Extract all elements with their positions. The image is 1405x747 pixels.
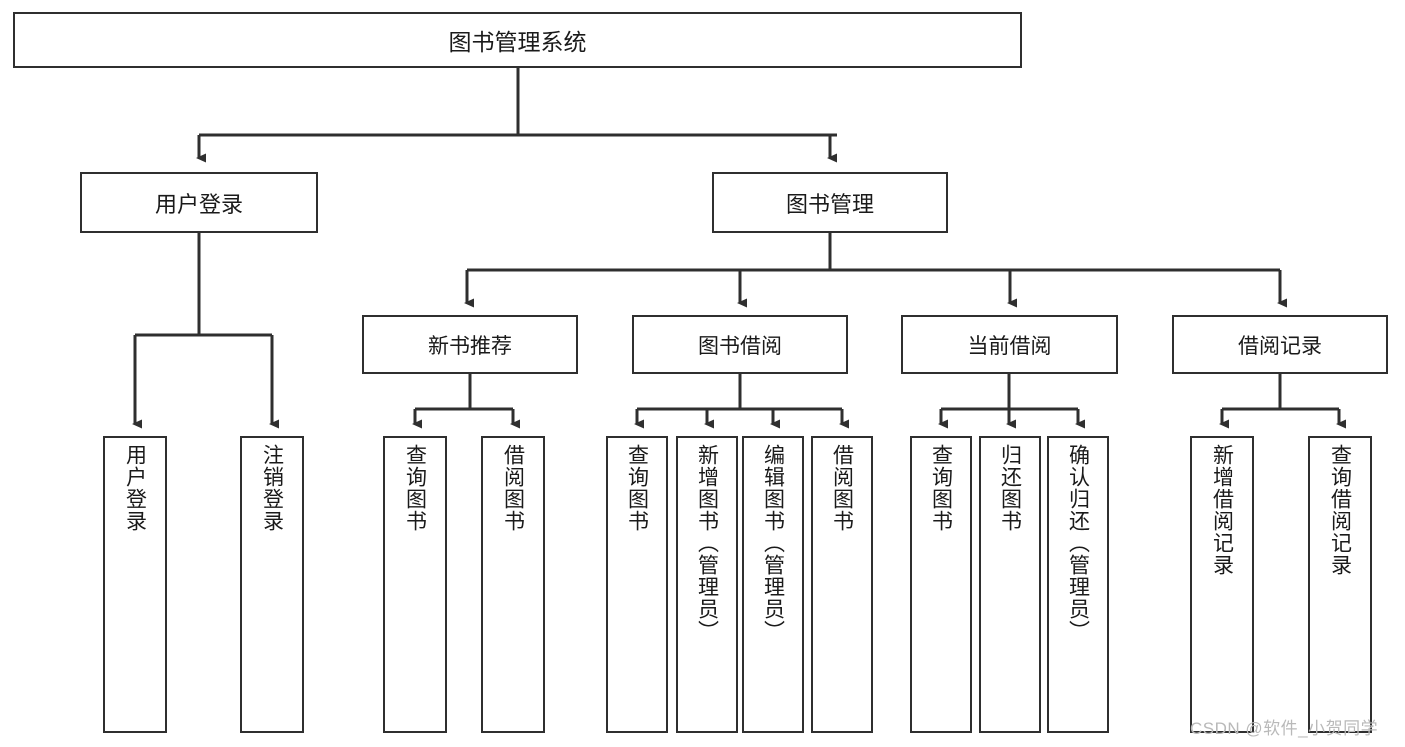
node-root[interactable]: 图书管理系统 [13,12,1022,68]
node-label: 用户登录 [154,191,243,217]
leaf-user-login[interactable]: 用户登录 [103,436,167,733]
node-label: 图书管理系统 [448,29,587,55]
leaf-add-book-admin[interactable]: 新增图书（管理员） [676,436,738,733]
leaf-borrow-book-new[interactable]: 借阅图书 [481,436,545,733]
leaf-query-book-current[interactable]: 查询图书 [910,436,972,733]
node-label: 查询借阅记录 [1328,444,1352,576]
node-label: 新增借阅记录 [1210,444,1234,576]
node-label: 图书借阅 [698,334,782,358]
node-book-management[interactable]: 图书管理 [712,172,948,233]
node-label: 查询图书 [625,444,649,532]
leaf-edit-book-admin[interactable]: 编辑图书（管理员） [742,436,804,733]
node-label: 编辑图书（管理员） [761,444,785,642]
node-current-borrow[interactable]: 当前借阅 [901,315,1118,374]
node-label: 当前借阅 [967,334,1052,358]
node-user-login[interactable]: 用户登录 [80,172,318,233]
node-label: 借阅记录 [1238,334,1322,358]
node-label: 借阅图书 [830,444,854,532]
node-label: 新增图书（管理员） [695,444,719,642]
node-label: 图书管理 [785,191,874,217]
node-new-book-recommend[interactable]: 新书推荐 [362,315,578,374]
leaf-borrow-book[interactable]: 借阅图书 [811,436,873,733]
leaf-query-book-new[interactable]: 查询图书 [383,436,447,733]
leaf-return-book[interactable]: 归还图书 [979,436,1041,733]
leaf-query-borrow-record[interactable]: 查询借阅记录 [1308,436,1372,733]
node-label: 查询图书 [403,444,427,532]
node-book-borrow[interactable]: 图书借阅 [632,315,848,374]
node-label: 注销登录 [260,444,284,532]
leaf-query-book-borrow[interactable]: 查询图书 [606,436,668,733]
leaf-confirm-return-admin[interactable]: 确认归还（管理员） [1047,436,1109,733]
leaf-logout[interactable]: 注销登录 [240,436,304,733]
leaf-add-borrow-record[interactable]: 新增借阅记录 [1190,436,1254,733]
node-label: 归还图书 [998,444,1022,532]
node-label: 确认归还（管理员） [1066,444,1090,642]
node-label: 查询图书 [929,444,953,532]
node-label: 新书推荐 [428,334,512,358]
node-label: 借阅图书 [501,444,525,532]
node-borrow-record[interactable]: 借阅记录 [1172,315,1388,374]
node-label: 用户登录 [123,444,147,532]
watermark-text: CSDN @软件_小贺同学 [1190,719,1379,738]
